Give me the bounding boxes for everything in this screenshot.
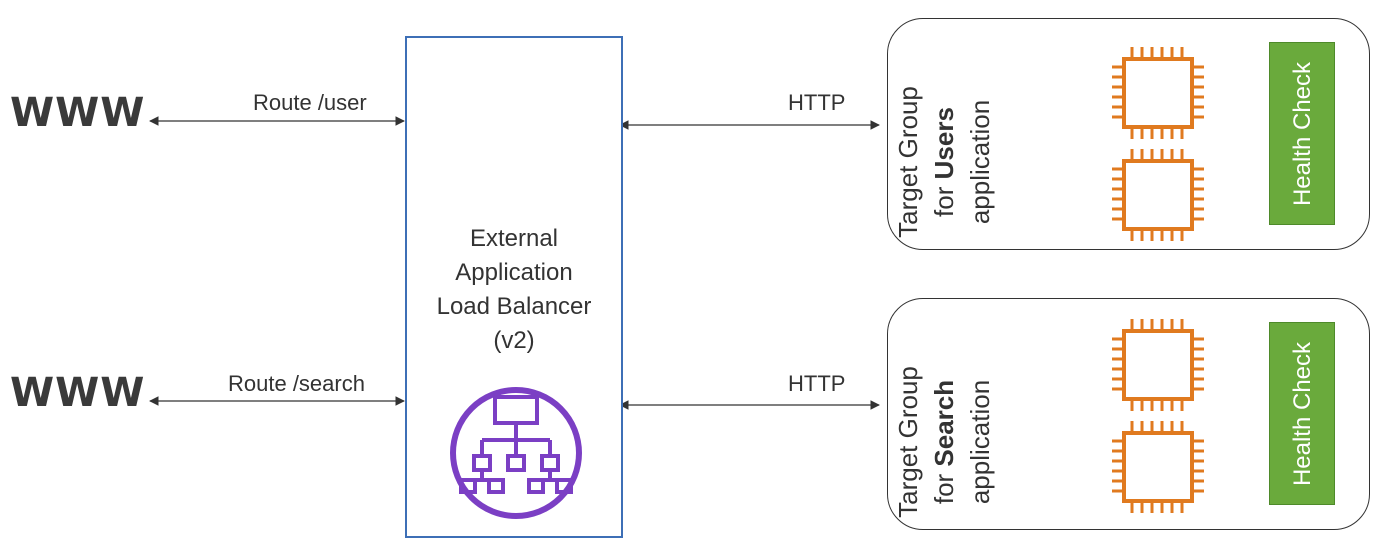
alb-title-line1: External [469,225,559,252]
tg-search-title-line1: Target Group [893,366,923,518]
health-check-search-label: Health Check [1289,341,1316,487]
alb-title: External Application Load Balancer (v2) [407,222,621,358]
alb-title-line2: Application [455,259,573,286]
http-top-label: HTTP [788,90,846,115]
ec2-instance-icon [1112,421,1204,513]
tg-search-title-line2: for Search [926,327,962,557]
http-bottom-label: HTTP [788,371,846,396]
www-bottom-label: WWW [10,370,146,416]
tg-users-title: Target Group for Users application [890,47,1000,277]
tg-search-title-line3: application [965,379,995,505]
tg-users-title-for: for [929,179,959,217]
load-balancer-icon [450,387,582,519]
alb-box: External Application Load Balancer (v2) [405,36,623,538]
tg-search-title-bold: Search [929,379,959,467]
tg-users-title-bold: Users [929,107,959,180]
health-check-users-label: Health Check [1289,61,1316,207]
ec2-instance-icon [1112,149,1204,241]
target-group-users: Target Group for Users application Healt… [887,18,1370,250]
tg-search-title: Target Group for Search application [890,327,1000,557]
tg-search-title-for: for [929,466,959,505]
alb-title-line4: (v2) [493,327,535,354]
tg-users-title-line1: Target Group [893,86,923,238]
tg-users-title-line2: for Users [926,47,962,277]
tg-users-title-wrap: Target Group for Users application [830,86,1060,238]
alb-title-line3: Load Balancer [436,293,592,320]
route-search-label: Route /search [228,371,365,396]
target-group-search: Target Group for Search application Heal… [887,298,1370,530]
health-check-users: Health Check [1269,42,1335,225]
ec2-instance-icon [1112,319,1204,411]
tg-users-title-line3: application [965,99,995,225]
route-user-label: Route /user [253,90,367,115]
ec2-instance-icon [1112,47,1204,139]
tg-search-title-wrap: Target Group for Search application [830,366,1060,518]
www-top-label: WWW [10,90,146,136]
health-check-search: Health Check [1269,322,1335,505]
